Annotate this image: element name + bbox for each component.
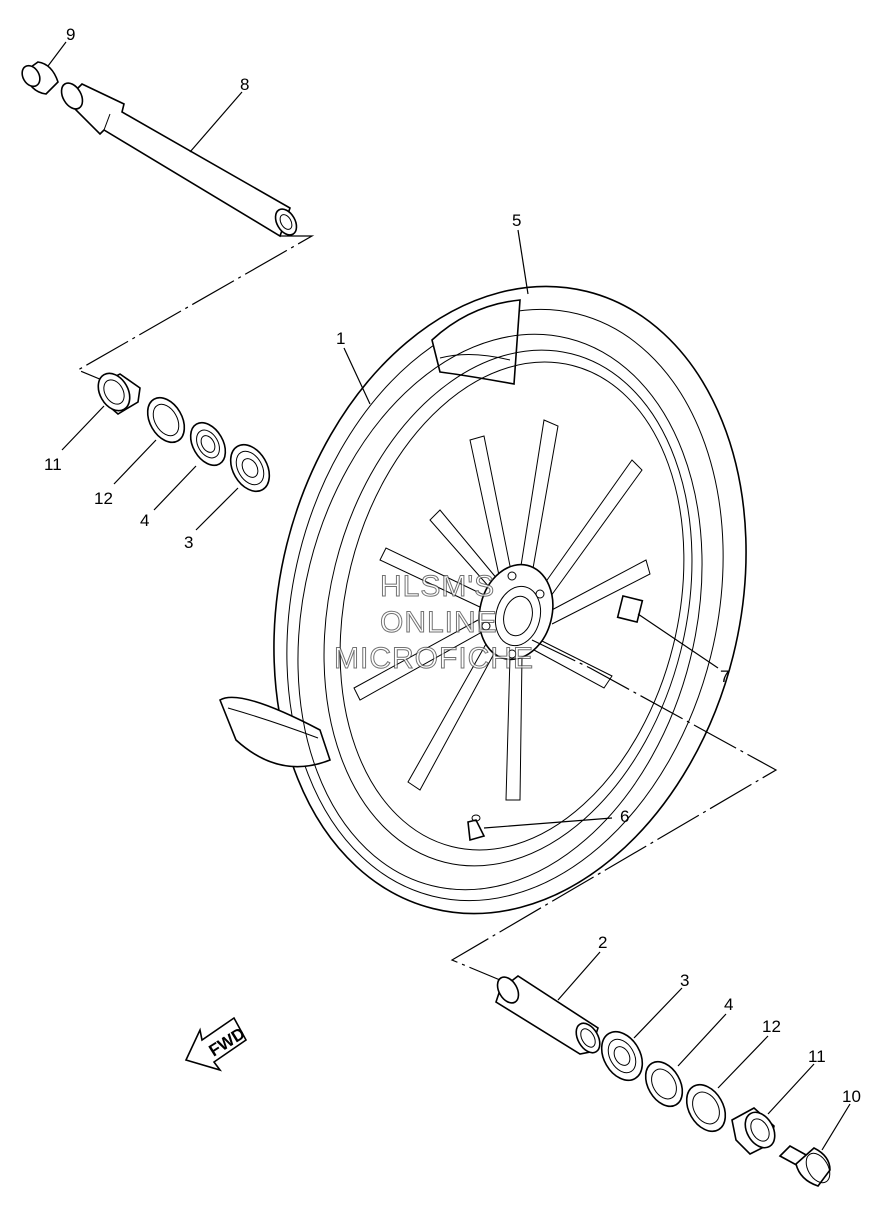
callout-8: 8 [240,75,249,94]
leader-3-bottom [633,987,683,1039]
callout-5: 5 [512,211,521,230]
leader-11-top [61,405,105,451]
callout-9: 9 [66,25,75,44]
callout-11-top: 11 [44,455,62,474]
leader-11-bottom [767,1063,815,1115]
leader-9 [47,41,67,67]
part-11-collar-left [97,372,141,415]
part-7-balance-weight [616,594,644,624]
callout-3-top: 3 [184,533,193,552]
leader-5 [517,229,529,295]
wheel-spokes [353,419,651,801]
leader-2 [557,951,601,1001]
part-10-bolt [778,1145,831,1187]
part-8-axle [60,82,298,238]
leader-12-top [113,439,157,485]
watermark: HLSM'S ONLINE MICROFICHE [334,570,534,676]
callout-3-bottom: 3 [680,971,689,990]
callout-12-bottom: 12 [762,1017,781,1036]
part-11-collar-bottom [731,1107,776,1155]
wheel-hub [478,563,554,661]
callout-4-bottom: 4 [724,995,733,1014]
part-12-seal-left [146,396,186,444]
part-2-spacer [495,975,601,1055]
axis-line-bottom [450,639,778,981]
axis-line-top [76,235,315,381]
watermark-line-2: ONLINE [380,606,498,639]
leader-12-bottom [717,1035,769,1089]
leader-4-bottom [677,1013,727,1067]
fwd-arrow: FWD [184,1016,248,1072]
callout-10: 10 [842,1087,861,1106]
leader-6 [483,817,613,829]
callout-6: 6 [620,807,629,826]
part-4-bearing-bottom [644,1060,684,1108]
leader-7 [637,613,719,669]
leader-3-top [195,487,239,531]
leader-8 [189,91,243,153]
leader-4-top [153,465,197,511]
callout-2: 2 [598,933,607,952]
watermark-line-3: MICROFICHE [334,642,534,675]
callout-7: 7 [720,667,729,686]
part-3-bearing-bottom [600,1030,644,1082]
leader-10 [821,1103,851,1151]
watermark-line-1: HLSM'S [380,570,495,603]
leader-1 [343,347,371,405]
part-6-valve [467,814,486,842]
part-1-wheel [297,333,703,891]
part-12-seal-bottom [685,1083,727,1133]
callout-4-top: 4 [140,511,149,530]
callout-11-bottom: 11 [808,1047,826,1066]
part-3-bearing-left [229,443,271,493]
callout-12-top: 12 [94,489,113,508]
part-4-bearing-left [189,421,227,467]
callout-1: 1 [336,329,345,348]
part-9-cap [21,61,59,95]
